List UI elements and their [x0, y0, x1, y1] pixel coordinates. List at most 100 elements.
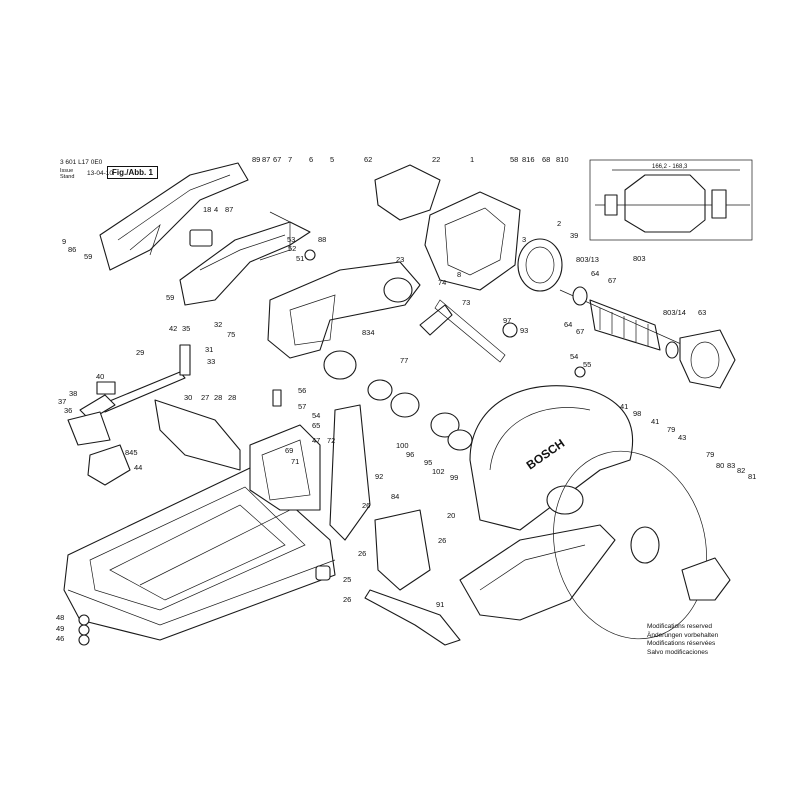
callout-79: 79 [667, 425, 675, 434]
callout-62: 62 [364, 155, 372, 164]
vise-screw [67, 371, 186, 446]
callout-27: 27 [201, 393, 209, 402]
callout-6: 6 [309, 155, 313, 164]
callout-92: 92 [375, 472, 383, 481]
callout-3: 3 [522, 235, 526, 244]
issue-label-de: Stand [60, 174, 75, 180]
callout-98: 98 [633, 409, 641, 418]
callout-57: 57 [298, 402, 306, 411]
top-handle [99, 162, 249, 271]
dimension-label: 166,2 - 168,3 [652, 164, 688, 170]
callout-67: 67 [576, 327, 584, 336]
callout-67: 67 [273, 155, 281, 164]
issue-date: 13-04-10 [87, 170, 114, 177]
callout-77: 77 [400, 356, 408, 365]
callout-4: 4 [214, 205, 218, 214]
callout-7: 7 [288, 155, 292, 164]
callout-803: 803 [633, 254, 646, 263]
callout-59: 59 [84, 252, 92, 261]
callout-54: 54 [570, 352, 578, 361]
callout-96: 96 [406, 450, 414, 459]
base-plate [63, 467, 336, 641]
callout-44: 44 [134, 463, 142, 472]
callout-36: 36 [64, 406, 72, 415]
callout-8: 8 [457, 270, 461, 279]
callout-86: 86 [68, 245, 76, 254]
callout-95: 95 [424, 458, 432, 467]
callout-5: 5 [330, 155, 334, 164]
callout-71: 71 [291, 457, 299, 466]
callout-80: 80 [716, 461, 724, 470]
callout-91: 91 [436, 600, 444, 609]
callout-64: 64 [564, 320, 572, 329]
callout-28: 28 [228, 393, 236, 402]
callout-26: 26 [343, 595, 351, 604]
callout-83: 83 [727, 461, 735, 470]
callout-74: 74 [438, 278, 446, 287]
callout-39: 39 [570, 231, 578, 240]
callout-81: 81 [748, 472, 756, 481]
callout-51: 51 [296, 254, 304, 263]
callout-87: 87 [225, 205, 233, 214]
callout-26: 26 [438, 536, 446, 545]
clamp-knob [87, 444, 131, 486]
callout-26: 26 [362, 501, 370, 510]
lower-guard [459, 524, 616, 621]
notice-line-en: Modifications reserved [647, 623, 713, 630]
callout-37: 37 [58, 397, 66, 406]
callout-63: 63 [698, 308, 706, 317]
callout-29: 29 [136, 348, 144, 357]
callout-55: 55 [583, 360, 591, 369]
callout-65: 65 [312, 421, 320, 430]
callout-2: 2 [557, 219, 561, 228]
cutting-disc [553, 450, 707, 640]
stop-plate [374, 509, 431, 591]
callout-1: 1 [470, 155, 474, 164]
figure-label: Fig./Abb. 1 [107, 166, 158, 179]
arm-housing [267, 261, 421, 359]
callout-102: 102 [432, 467, 445, 476]
callout-58: 58 [510, 155, 518, 164]
callout-26: 26 [358, 549, 366, 558]
callout-18: 18 [203, 205, 211, 214]
callout-67: 67 [608, 276, 616, 285]
callout-33: 33 [207, 357, 215, 366]
callout-99: 99 [450, 473, 458, 482]
callout-48: 48 [56, 613, 64, 622]
callout-30: 30 [184, 393, 192, 402]
notice-line-es: Salvo modificaciones [647, 648, 709, 656]
callout-49: 49 [56, 624, 64, 633]
end-cover [679, 329, 736, 389]
blade-guard: BOSCH [469, 385, 634, 531]
callout-72: 72 [327, 436, 335, 445]
vise-jaw [154, 399, 241, 471]
doc-number: 3 601 L17 0E0 [60, 159, 103, 166]
callout-97: 97 [503, 316, 511, 325]
callout-810: 810 [556, 155, 569, 164]
fence-bracket [249, 424, 321, 511]
motor-housing [424, 191, 563, 292]
armature [559, 286, 691, 359]
callout-73: 73 [462, 298, 470, 307]
modifications-notice: Modifications reserved Änderungen vorbeh… [647, 623, 718, 657]
link-bar [364, 589, 461, 646]
callout-41: 41 [620, 402, 628, 411]
callout-41: 41 [651, 417, 659, 426]
callout-816: 816 [522, 155, 535, 164]
callout-87: 87 [262, 155, 270, 164]
callout-22: 22 [432, 155, 440, 164]
callout-20: 20 [447, 511, 455, 520]
callout-68: 68 [542, 155, 550, 164]
callout-56: 56 [298, 386, 306, 395]
small-parts [78, 229, 586, 646]
callout-52: 52 [288, 244, 296, 253]
callout-89: 89 [252, 155, 260, 164]
callout-38: 38 [69, 389, 77, 398]
issue-label: Issue Stand [60, 168, 82, 180]
callout-834: 834 [362, 328, 375, 337]
callout-23: 23 [396, 255, 404, 264]
callout-84: 84 [391, 492, 399, 501]
callout-32: 32 [214, 320, 222, 329]
callout-75: 75 [227, 330, 235, 339]
